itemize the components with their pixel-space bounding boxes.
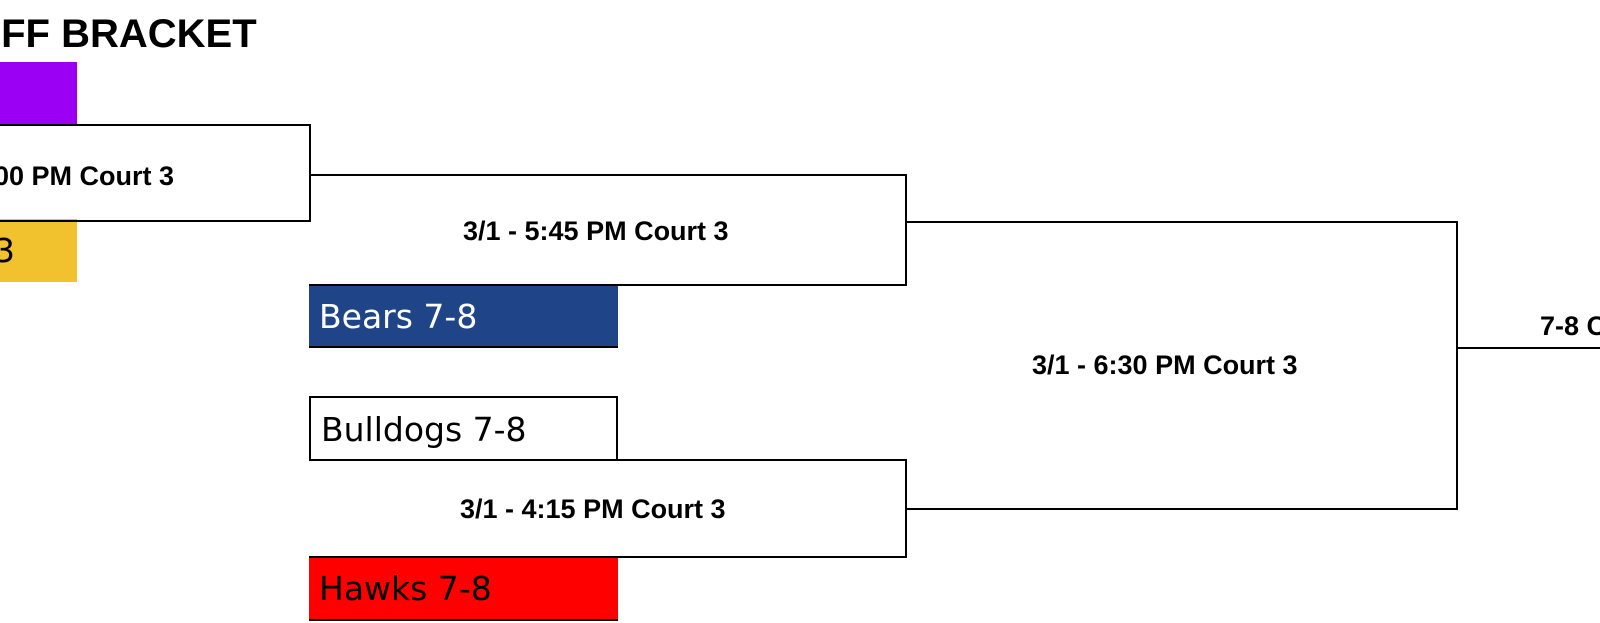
game-label-semi-bottom: 3/1 - 4:15 PM Court 3 xyxy=(460,494,726,524)
team-box-gold: 3 xyxy=(0,219,77,282)
bracket-line xyxy=(0,220,311,222)
game-label-championship: 7-8 C xyxy=(1540,311,1600,341)
game-label-semi-top: 3/1 - 5:45 PM Court 3 xyxy=(463,216,729,246)
bracket-line xyxy=(1456,347,1600,349)
team-label: 3 xyxy=(0,231,15,270)
bracket-line xyxy=(1456,221,1458,510)
bracket-line xyxy=(309,124,311,222)
team-label: Bulldogs 7-8 xyxy=(321,409,527,449)
bracket-line xyxy=(309,556,907,558)
bracket-line xyxy=(905,221,1458,223)
bracket-line xyxy=(309,174,907,176)
bracket-line xyxy=(905,508,1458,510)
team-box-bears: Bears 7-8 xyxy=(309,286,618,348)
game-label-final: 3/1 - 6:30 PM Court 3 xyxy=(1032,350,1298,380)
team-box-bulldogs: Bulldogs 7-8 xyxy=(309,396,618,460)
team-box-hawks: Hawks 7-8 xyxy=(309,558,618,621)
team-label: Hawks 7-8 xyxy=(319,569,492,608)
page-title: OFF BRACKET xyxy=(0,12,257,56)
bracket-line xyxy=(309,459,907,461)
bracket-line xyxy=(0,124,311,126)
bracket-line xyxy=(905,174,907,286)
team-label: Bears 7-8 xyxy=(319,296,478,336)
team-box-purple xyxy=(0,62,77,124)
game-label-first-round: 00 PM Court 3 xyxy=(0,161,175,191)
bracket-line xyxy=(309,284,907,286)
